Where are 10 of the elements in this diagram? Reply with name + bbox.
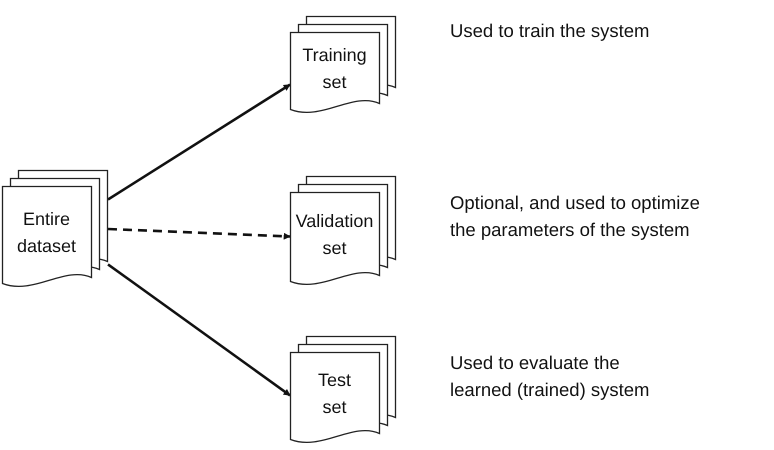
description-text: Used to train the system — [450, 19, 650, 43]
arrow — [108, 228, 291, 240]
description-text: Used to evaluate the learned (trained) system — [450, 351, 650, 402]
node-label: Validation set — [296, 210, 374, 260]
node-label: Test set — [318, 369, 351, 418]
description-text: Optional, and used to optimize the parameters of the system — [450, 191, 701, 242]
node-label: Entire dataset — [16, 208, 76, 258]
arrow — [107, 84, 291, 201]
node-label: Training set — [302, 44, 367, 94]
arrow — [107, 263, 291, 396]
